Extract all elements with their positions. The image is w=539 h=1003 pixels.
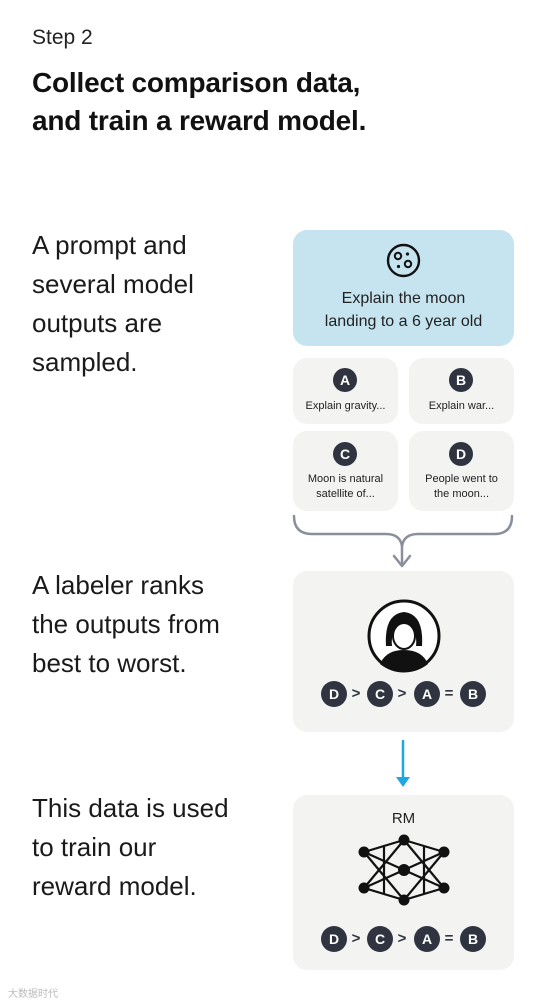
rank-badge: C	[367, 926, 393, 952]
section-description-ranking: A labeler ranks the outputs from best to…	[32, 566, 220, 683]
person-avatar-icon	[367, 599, 441, 673]
output-card-d: D People went to the moon...	[409, 431, 514, 511]
moon-icon	[386, 243, 421, 278]
prompt-card	[293, 230, 514, 346]
output-letter-badge: B	[449, 368, 473, 392]
output-text-line: Explain gravity...	[305, 400, 386, 412]
rank-operator: >	[351, 930, 361, 947]
output-text: Moon is natural satellite of...	[293, 472, 398, 502]
output-text-line: Explain war...	[428, 400, 495, 412]
description-line: A prompt and	[32, 230, 187, 260]
description-line: A labeler ranks	[32, 570, 204, 600]
output-text-line: Moon is natural	[307, 473, 384, 485]
output-text: Explain war...	[409, 399, 514, 414]
description-line: to train our	[32, 832, 157, 862]
watermark: 大数据时代	[8, 989, 58, 1000]
description-line: sampled.	[32, 347, 138, 377]
prompt-line: Explain the moon	[341, 290, 466, 307]
output-text-line: satellite of...	[316, 488, 375, 500]
section-description-training: This data is used to train our reward mo…	[32, 789, 229, 906]
description-line: outputs are	[32, 308, 163, 338]
section-description-sampling: A prompt and several model outputs are s…	[32, 226, 194, 382]
prompt-text: Explain the moon landing to a 6 year old	[293, 287, 514, 333]
title-line-2: and train a reward model.	[32, 105, 367, 136]
rank-operator: >	[351, 685, 361, 702]
rank-badge: B	[460, 681, 486, 707]
rank-badge: D	[321, 681, 347, 707]
rank-operator: =	[444, 685, 454, 702]
prompt-line: landing to a 6 year old	[324, 313, 483, 330]
description-line: the outputs from	[32, 609, 220, 639]
output-text-line: People went to	[425, 473, 498, 485]
step-label: Step 2	[32, 26, 93, 49]
rank-badge: A	[414, 681, 440, 707]
description-line: best to worst.	[32, 648, 187, 678]
output-letter-badge: C	[333, 442, 357, 466]
page-title: Collect comparison data, and train a rew…	[32, 64, 366, 140]
output-card-a: A Explain gravity...	[293, 358, 398, 424]
output-letter-badge: D	[449, 442, 473, 466]
description-line: several model	[32, 269, 194, 299]
output-card-b: B Explain war...	[409, 358, 514, 424]
rank-operator: >	[397, 930, 407, 947]
output-text: People went to the moon...	[409, 472, 514, 502]
rank-badge: D	[321, 926, 347, 952]
rank-operator: >	[397, 685, 407, 702]
bracket-arrow-icon	[292, 514, 514, 568]
output-letter-badge: A	[333, 368, 357, 392]
output-text: Explain gravity...	[293, 399, 398, 414]
down-arrow-icon	[396, 739, 410, 787]
rank-badge: B	[460, 926, 486, 952]
output-card-c: C Moon is natural satellite of...	[293, 431, 398, 511]
rank-badge: A	[414, 926, 440, 952]
neural-network-icon	[358, 834, 450, 906]
rank-badge: C	[367, 681, 393, 707]
rank-operator: =	[444, 930, 454, 947]
title-line-1: Collect comparison data,	[32, 67, 361, 98]
reward-model-label: RM	[391, 810, 416, 827]
output-text-line: the moon...	[433, 488, 490, 500]
description-line: This data is used	[32, 793, 229, 823]
description-line: reward model.	[32, 871, 197, 901]
